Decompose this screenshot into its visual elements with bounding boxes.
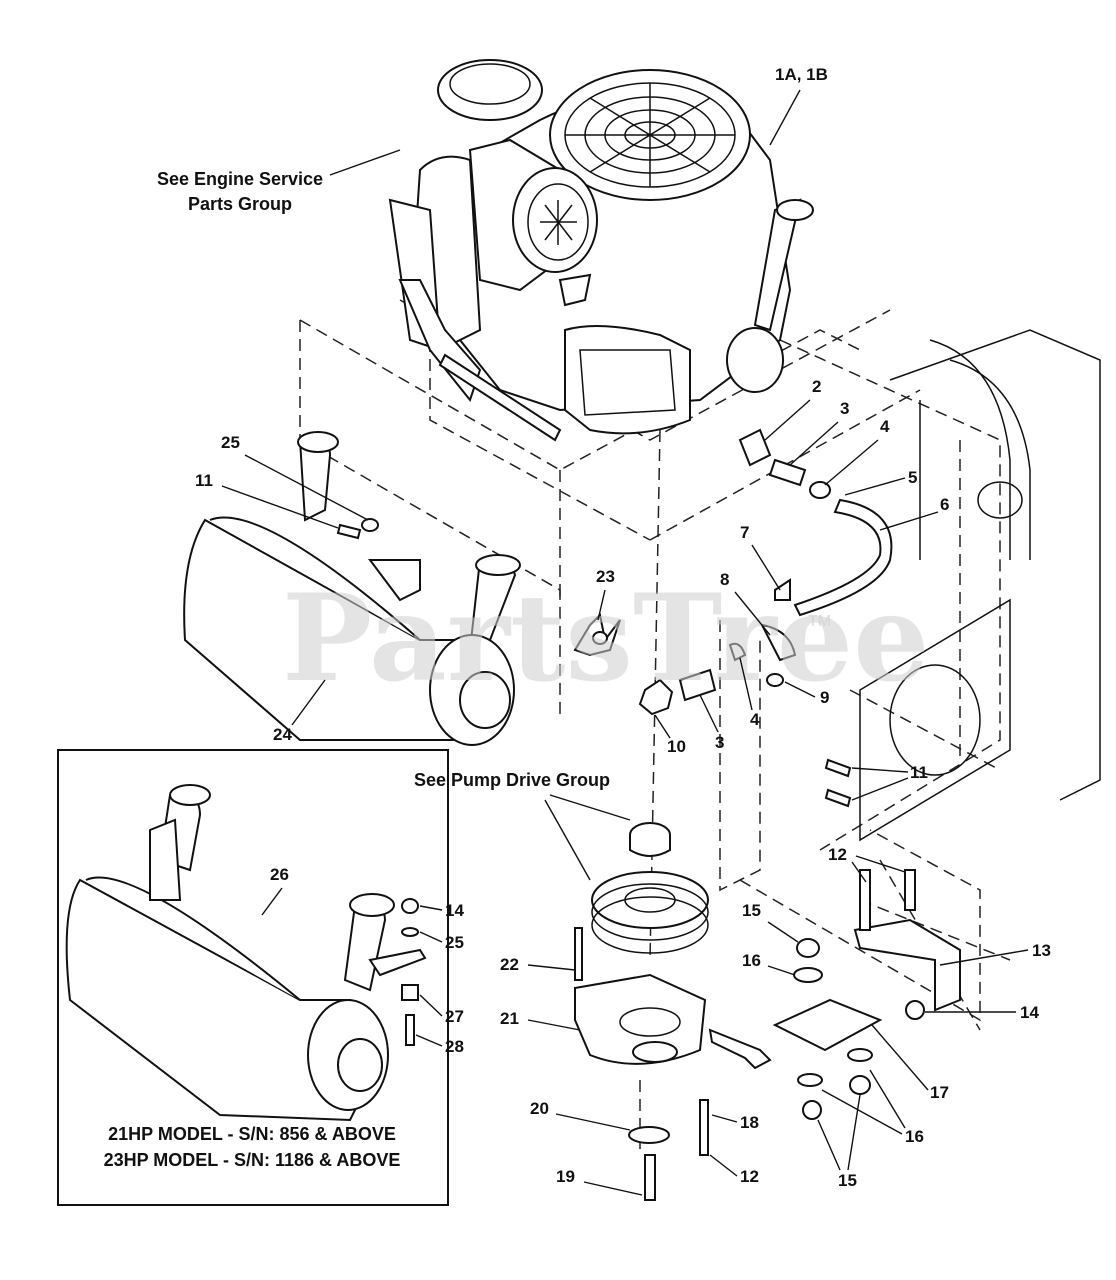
inset-caption-line1: 21HP MODEL - S/N: 856 & ABOVE — [108, 1124, 396, 1144]
callout-18-label: 18 — [740, 1113, 759, 1132]
callout-10-label: 10 — [667, 737, 686, 756]
callout-27: 27 — [419, 994, 464, 1026]
callout-15a: 15 — [742, 901, 799, 943]
callout-28-label: 28 — [445, 1037, 464, 1056]
callout-12b-label: 12 — [740, 1167, 759, 1186]
callout-2-label: 2 — [812, 377, 821, 396]
callout-1a1b-label: 1A, 1B — [775, 65, 828, 84]
clutch-assembly — [574, 822, 772, 1201]
callout-12a-label: 12 — [828, 845, 847, 864]
callout-11a-label: 11 — [195, 471, 213, 490]
callout-25: 25 — [221, 433, 369, 521]
callout-7: 7 — [740, 523, 781, 591]
callout-23-label: 23 — [596, 567, 615, 586]
callout-24-label: 24 — [273, 725, 292, 744]
callout-25b: 25 — [419, 931, 464, 952]
pump-drive-note: See Pump Drive Group — [414, 770, 631, 881]
callout-16b: 16 — [821, 1069, 924, 1146]
pump-drive-note-text: See Pump Drive Group — [414, 770, 610, 790]
callout-15b-label: 15 — [838, 1171, 857, 1190]
callout-18: 18 — [711, 1113, 759, 1132]
callout-14b-label: 14 — [1020, 1003, 1039, 1022]
callout-4a-label: 4 — [880, 417, 890, 436]
watermark: PartsTree TM — [282, 568, 929, 709]
callout-16a-label: 16 — [742, 951, 761, 970]
callout-8-label: 8 — [720, 570, 729, 589]
muffler — [183, 431, 521, 746]
callout-3a-label: 3 — [840, 399, 849, 418]
callout-11a: 11 — [195, 471, 339, 529]
callout-21-label: 21 — [500, 1009, 519, 1028]
callout-14a: 14 — [419, 901, 464, 920]
frame-cross-member — [859, 329, 1101, 842]
callout-11b-label: 11 — [910, 763, 928, 782]
inset-caption-line2: 23HP MODEL - S/N: 1186 & ABOVE — [104, 1150, 401, 1170]
callout-8: 8 — [720, 570, 771, 636]
callout-25b-label: 25 — [445, 933, 464, 952]
inset-caption: 21HP MODEL - S/N: 856 & ABOVE 23HP MODEL… — [104, 1124, 401, 1170]
callout-14b: 14 — [925, 1003, 1039, 1022]
engine-service-note: See Engine Service Parts Group — [157, 149, 401, 214]
fuel-fittings — [573, 428, 893, 716]
callout-16a: 16 — [742, 951, 796, 976]
callout-3b: 3 — [699, 694, 724, 752]
watermark-text: PartsTree — [282, 568, 929, 709]
callout-15a-label: 15 — [742, 901, 761, 920]
engine-service-note-line1: See Engine Service — [157, 169, 323, 189]
callout-3b-label: 3 — [715, 733, 724, 752]
callout-19: 19 — [556, 1167, 643, 1196]
callout-26-label: 26 — [270, 865, 289, 884]
callout-24: 24 — [273, 679, 326, 744]
callout-25-label: 25 — [221, 433, 240, 452]
engine — [388, 59, 814, 442]
inset-panel — [57, 749, 449, 1206]
callout-11b: 11 — [851, 763, 928, 801]
callout-20: 20 — [530, 1099, 631, 1131]
callout-17-label: 17 — [930, 1083, 949, 1102]
callout-6: 6 — [879, 495, 949, 531]
callout-2: 2 — [764, 377, 821, 441]
callout-15b: 15 — [817, 1094, 861, 1190]
callout-19-label: 19 — [556, 1167, 575, 1186]
engine-service-note-line2: Parts Group — [188, 194, 292, 214]
callout-28: 28 — [415, 1034, 464, 1056]
callout-13: 13 — [939, 941, 1051, 966]
callout-9-label: 9 — [820, 688, 829, 707]
callout-17: 17 — [871, 1024, 949, 1102]
callout-12b: 12 — [709, 1154, 759, 1186]
callout-23: 23 — [596, 567, 615, 621]
callout-4a: 4 — [824, 417, 890, 486]
clutch-bracket — [336, 518, 961, 1120]
callout-9: 9 — [784, 681, 829, 707]
callout-10: 10 — [654, 714, 686, 756]
callout-3a: 3 — [789, 399, 849, 466]
callout-21: 21 — [500, 1009, 581, 1031]
callout-26: 26 — [261, 865, 289, 916]
callout-14a-label: 14 — [445, 901, 464, 920]
callout-4b: 4 — [739, 657, 760, 729]
callout-5-label: 5 — [908, 468, 917, 487]
watermark-trademark: TM — [808, 613, 831, 630]
callout-1a1b: 1A, 1B — [769, 65, 828, 146]
callout-6-label: 6 — [940, 495, 949, 514]
callout-4b-label: 4 — [750, 710, 760, 729]
callout-7-label: 7 — [740, 523, 749, 542]
callout-13-label: 13 — [1032, 941, 1051, 960]
callout-22: 22 — [500, 955, 576, 974]
callout-20-label: 20 — [530, 1099, 549, 1118]
callout-12a: 12 — [828, 845, 906, 883]
callout-5: 5 — [844, 468, 917, 496]
callout-16b-label: 16 — [905, 1127, 924, 1146]
callout-27-label: 27 — [445, 1007, 464, 1026]
callout-22-label: 22 — [500, 955, 519, 974]
flywheel-screen — [564, 82, 736, 188]
